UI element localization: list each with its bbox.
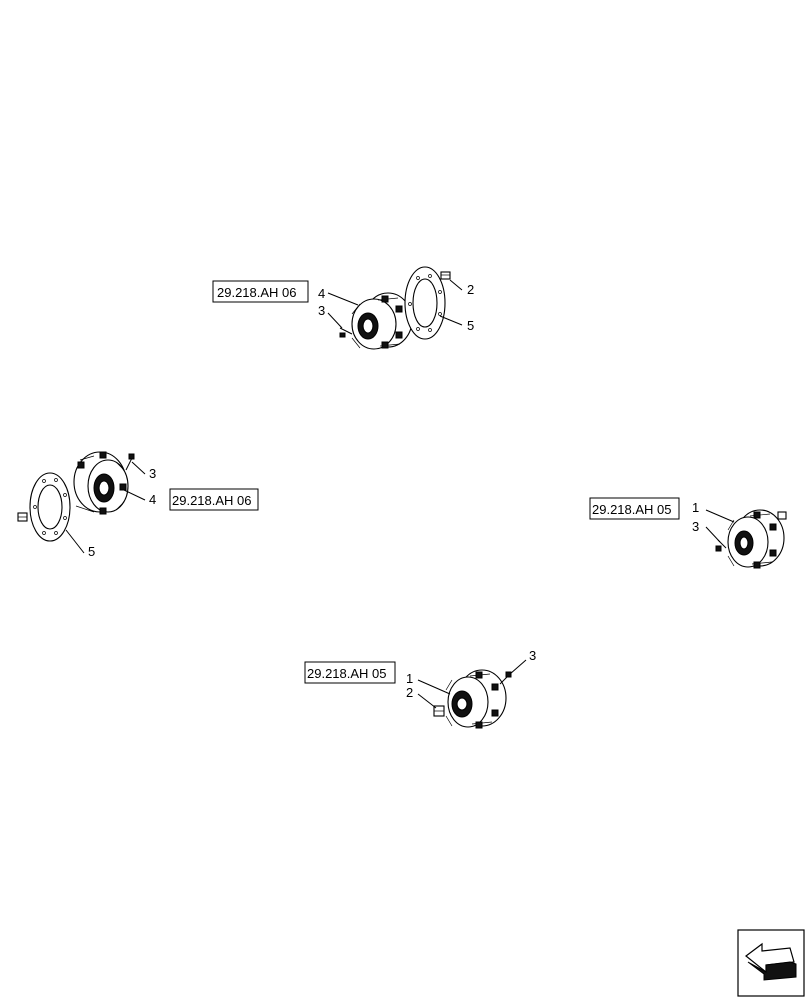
svg-text:4: 4 xyxy=(318,286,325,301)
svg-text:3: 3 xyxy=(149,466,156,481)
nut-bottom xyxy=(433,705,445,717)
seal-ring-left xyxy=(29,472,71,542)
leader-5-top xyxy=(439,315,463,326)
svg-text:2: 2 xyxy=(406,685,413,700)
leader-1-right xyxy=(705,509,735,523)
leader-4-top xyxy=(327,292,359,306)
reference-box-left[interactable]: 29.218.AH 06 xyxy=(169,488,259,511)
assembly-right: 29.218.AH 05 1 3 xyxy=(589,497,787,569)
bolt-bottom xyxy=(499,671,512,685)
svg-text:5: 5 xyxy=(467,318,474,333)
bolt-left xyxy=(125,453,135,471)
hub-bottom xyxy=(445,669,507,729)
assembly-bottom: 29.218.AH 05 1 2 3 xyxy=(304,648,536,729)
plug-top xyxy=(440,271,451,280)
leader-5-left xyxy=(65,529,85,554)
hub-right xyxy=(727,509,785,569)
leader-2-top xyxy=(449,279,463,291)
assembly-left: 29.218.AH 06 xyxy=(17,451,259,559)
leader-1-bottom xyxy=(417,679,451,695)
hub-top xyxy=(351,292,413,350)
leader-4-left xyxy=(123,489,146,501)
plug-right xyxy=(777,511,787,520)
leader-2-bottom xyxy=(417,693,437,709)
leader-3-top xyxy=(327,312,343,329)
bolt-top xyxy=(339,327,353,338)
leader-3-left xyxy=(131,461,146,475)
svg-text:3: 3 xyxy=(318,303,325,318)
svg-text:2: 2 xyxy=(467,282,474,297)
svg-text:3: 3 xyxy=(529,648,536,663)
reference-box-right[interactable]: 29.218.AH 05 xyxy=(589,497,680,520)
svg-text:5: 5 xyxy=(88,544,95,559)
svg-text:1: 1 xyxy=(406,671,413,686)
leader-3-right xyxy=(705,526,721,543)
reference-box-top[interactable]: 29.218.AH 06 xyxy=(212,280,309,303)
svg-text:29.218.AH 06: 29.218.AH 06 xyxy=(172,493,252,508)
svg-text:3: 3 xyxy=(692,519,699,534)
leader-3-bottom xyxy=(509,659,527,675)
svg-text:29.218.AH 05: 29.218.AH 05 xyxy=(307,666,387,681)
bolt-right xyxy=(715,539,727,552)
svg-text:1: 1 xyxy=(692,500,699,515)
assembly-top: 29.218.AH 06 xyxy=(212,266,474,350)
hub-left xyxy=(73,451,129,515)
plug-left xyxy=(17,512,28,522)
navigation-arrow-icon[interactable] xyxy=(737,929,805,997)
reference-box-bottom[interactable]: 29.218.AH 05 xyxy=(304,661,396,684)
svg-text:29.218.AH 06: 29.218.AH 06 xyxy=(217,285,297,300)
svg-text:29.218.AH 05: 29.218.AH 05 xyxy=(592,502,672,517)
svg-text:4: 4 xyxy=(149,492,156,507)
seal-ring-top xyxy=(404,266,446,340)
